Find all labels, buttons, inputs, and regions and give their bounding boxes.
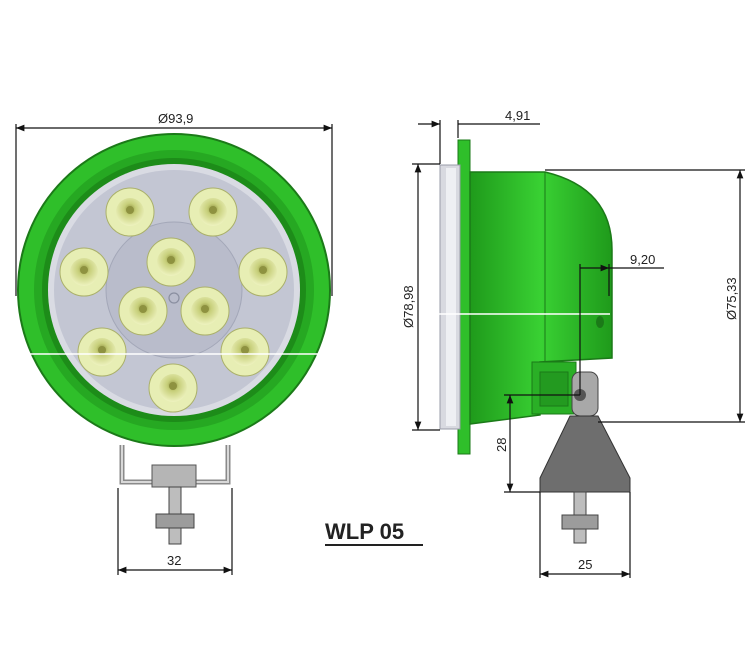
flange-dimension: 4,91 — [505, 108, 530, 123]
led-chip — [139, 305, 147, 313]
led-chip — [80, 266, 88, 274]
front-dimensions: Ø93,9 32 — [15, 111, 333, 575]
housing-body — [469, 171, 613, 425]
led-chip — [169, 382, 177, 390]
led-chip — [241, 346, 249, 354]
base-width-dimension: 25 — [578, 557, 592, 572]
led-chip — [259, 266, 267, 274]
height-dimension: 28 — [494, 438, 509, 452]
led-array — [59, 187, 288, 413]
led-chip — [126, 206, 134, 214]
led-chip — [201, 305, 209, 313]
led-chip — [209, 206, 217, 214]
base-bracket — [539, 415, 631, 493]
offset-dimension: 9,20 — [630, 252, 655, 267]
housing-diameter-dimension: Ø75,33 — [724, 277, 739, 320]
side-dimensions: 4,91 Ø78,98 Ø75,33 9,20 28 25 — [401, 108, 745, 578]
lens-diameter-dimension: Ø78,98 — [401, 285, 416, 328]
diameter-dimension: Ø93,9 — [158, 111, 193, 126]
led-chip — [167, 256, 175, 264]
mount-block — [151, 464, 197, 488]
side-nut — [561, 514, 599, 530]
nut — [155, 513, 195, 529]
side-view — [420, 139, 631, 544]
led-chip — [98, 346, 106, 354]
model-label: WLP 05 — [325, 519, 404, 544]
front-view — [17, 133, 331, 545]
bracket-width-dimension: 32 — [167, 553, 181, 568]
